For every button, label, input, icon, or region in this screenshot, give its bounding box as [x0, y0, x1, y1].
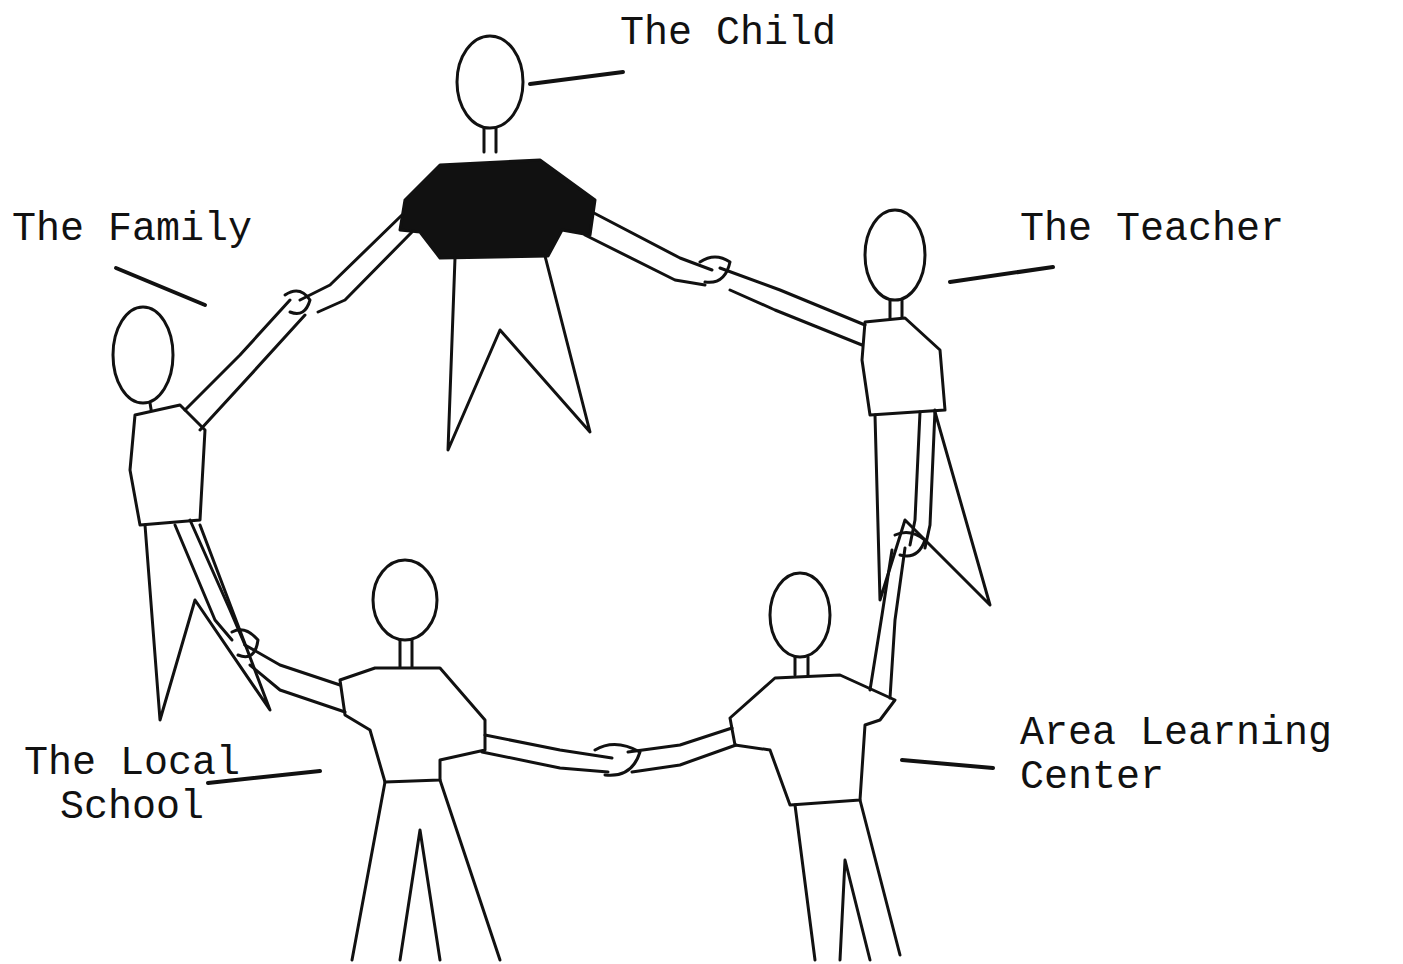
teacher-figure: [700, 210, 990, 605]
figure-label: The Local School: [12, 742, 252, 830]
figure-label: The Teacher: [1020, 208, 1284, 252]
local-school-figure: [232, 560, 612, 960]
family-figure: [113, 291, 310, 720]
figure-label: The Family: [12, 208, 252, 252]
learning-center-figure: [595, 532, 925, 960]
figure-label: The Child: [620, 12, 836, 56]
child-figure: [300, 36, 712, 450]
leader-lines: [116, 72, 1053, 783]
figure-label: Area Learning Center: [1020, 712, 1380, 800]
